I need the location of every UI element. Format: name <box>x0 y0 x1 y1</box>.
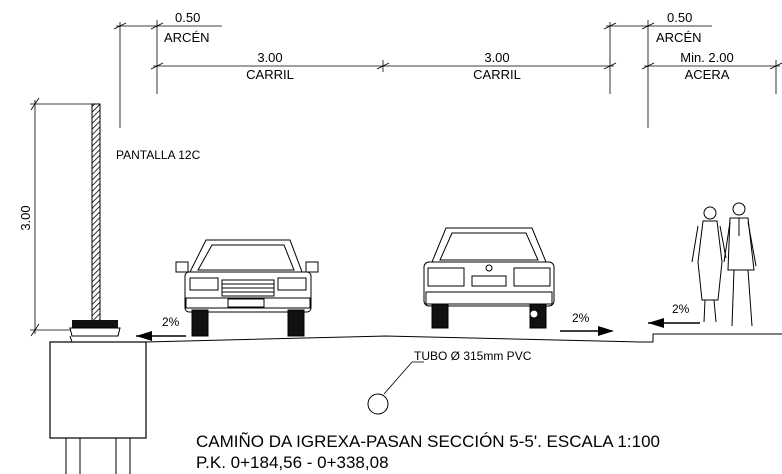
lane-2-value: 3.00 <box>484 50 509 65</box>
slope-left: 2% <box>162 315 180 329</box>
sidewalk-value: Min. 2.00 <box>680 50 733 65</box>
car-rear-icon <box>423 227 555 329</box>
arcen-right-label: ARCÉN <box>656 30 702 45</box>
car-front-icon <box>175 239 319 337</box>
arcen-left-value: 0.50 <box>175 10 200 25</box>
arcen-right-value: 0.50 <box>667 10 692 25</box>
pedestrians-icon <box>691 202 757 327</box>
slope-sidewalk: 2% <box>672 302 690 316</box>
arcen-left-label: ARCÉN <box>164 30 210 45</box>
caption-line2: P.K. 0+184,56 - 0+338,08 <box>196 453 389 472</box>
screen-height-dimension <box>30 97 100 337</box>
screen-label: PANTALLA 12C <box>116 148 201 162</box>
road-surface-line <box>69 333 782 343</box>
arrow-left-icon <box>136 331 186 341</box>
screen-height-value: 3.00 <box>18 205 33 230</box>
sidewalk-label: ACERA <box>685 67 730 82</box>
caption-line1: CAMIÑO DA IGREXA-PASAN SECCIÓN 5-5'. ESC… <box>196 432 660 451</box>
top-dimensions <box>113 20 782 128</box>
lane-1-value: 3.00 <box>257 50 282 65</box>
pipe-label: TUBO Ø 315mm PVC <box>414 349 532 363</box>
arrow-sidewalk-icon <box>648 318 700 328</box>
lane-2-label: CARRIL <box>473 67 521 82</box>
lane-1-label: CARRIL <box>246 67 294 82</box>
foundation <box>49 341 147 474</box>
arrow-right-icon <box>560 326 614 336</box>
acoustic-screen <box>69 103 121 337</box>
pipe-icon <box>367 361 424 415</box>
slope-right: 2% <box>572 311 590 325</box>
